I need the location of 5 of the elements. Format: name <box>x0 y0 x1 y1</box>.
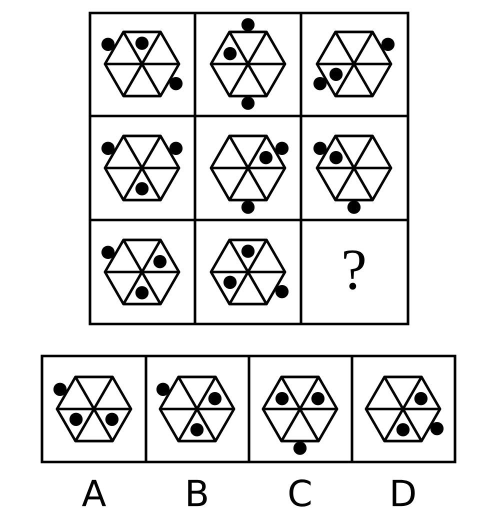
option-letter: D <box>392 480 415 506</box>
option-letter: B <box>188 480 207 506</box>
option-letter: C <box>289 479 311 507</box>
question-mark: ? <box>344 250 364 290</box>
option-letter: A <box>82 480 106 506</box>
